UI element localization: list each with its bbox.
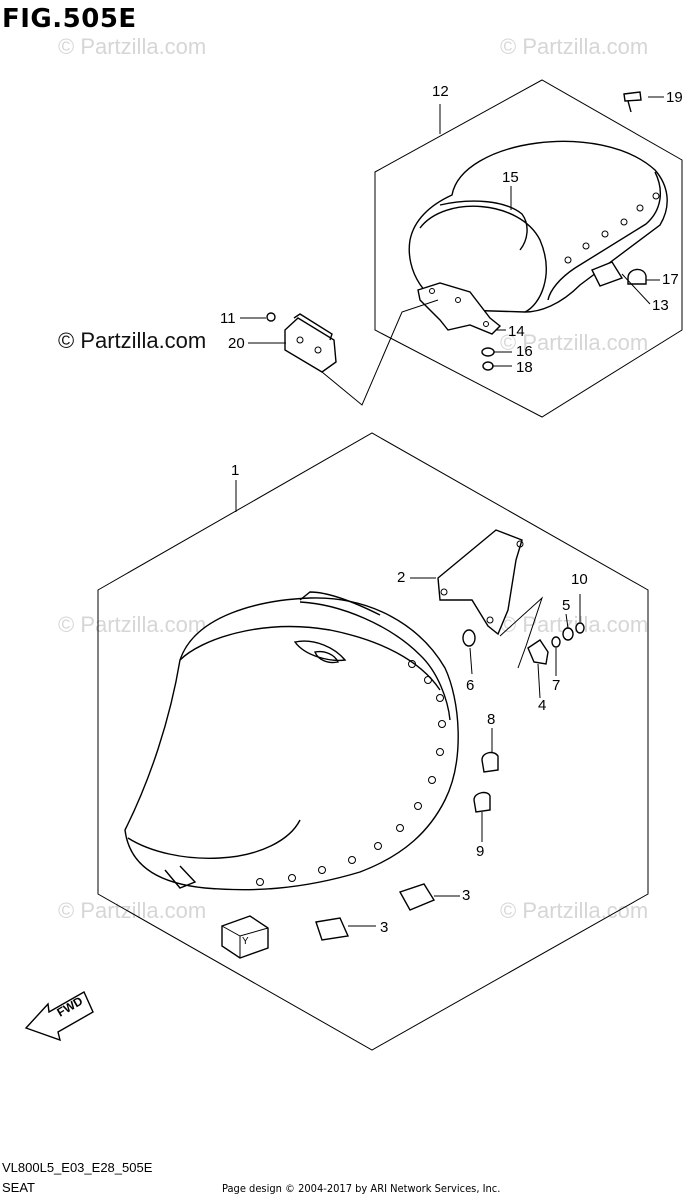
callout-3b: 3: [380, 919, 389, 936]
callout-14: 14: [508, 323, 525, 340]
callout-9: 9: [476, 843, 485, 860]
callout-17: 17: [662, 271, 679, 288]
callout-12: 12: [432, 83, 449, 100]
pillion-seat-frame: [374, 79, 683, 418]
main-bracket: [437, 529, 523, 636]
clip-3b: [315, 917, 350, 941]
nut-10: [575, 622, 585, 634]
pillion-seat: [408, 140, 668, 313]
callout-13: 13: [652, 297, 669, 314]
callout-15: 15: [502, 169, 519, 186]
watermark: © Partzilla.com: [500, 34, 649, 59]
watermark: © Partzilla.com: [58, 328, 207, 353]
seat-strap: [284, 317, 337, 373]
callout-10: 10: [571, 571, 588, 588]
cushion-9: [473, 791, 491, 813]
callout-8: 8: [487, 711, 496, 728]
kit-label: Y: [242, 936, 249, 947]
nut-17: [627, 268, 647, 285]
kit-box: [221, 915, 269, 959]
callout-1: 1: [231, 462, 240, 479]
callout-11: 11: [220, 310, 236, 327]
pillion-bracket: [417, 282, 502, 335]
callout-4: 4: [538, 697, 547, 714]
watermark: © Partzilla.com: [58, 612, 207, 637]
callout-2: 2: [397, 569, 406, 586]
main-seat-frame: [97, 432, 649, 1051]
footer-copyright: Page design © 2004-2017 by ARI Network S…: [222, 1182, 501, 1195]
callout-20: 20: [228, 335, 245, 352]
watermark: © Partzilla.com: [500, 898, 649, 923]
callout-19: 19: [666, 89, 683, 106]
main-seat: [124, 591, 459, 891]
catch-4: [527, 639, 549, 665]
callout-5: 5: [562, 597, 571, 614]
leader-lines: [235, 96, 664, 927]
watermark: © Partzilla.com: [500, 612, 649, 637]
group-name: SEAT: [2, 1180, 35, 1195]
watermark: © Partzilla.com: [500, 330, 649, 355]
callout-7: 7: [552, 677, 561, 694]
fwd-arrow: FWD: [24, 991, 94, 1042]
callout-18: 18: [516, 359, 533, 376]
screw-19: [623, 91, 642, 102]
washer-5: [562, 627, 574, 641]
watermark: © Partzilla.com: [58, 34, 207, 59]
spacer-7: [551, 636, 561, 648]
callout-16: 16: [516, 343, 533, 360]
clip-13: [591, 261, 624, 287]
callout-6: 6: [466, 677, 475, 694]
model-code: VL800L5_E03_E28_505E: [2, 1160, 153, 1175]
cushion-8: [481, 751, 499, 773]
callout-3a: 3: [462, 887, 471, 904]
watermark: © Partzilla.com: [58, 898, 207, 923]
fig-title: FIG.505E: [2, 4, 137, 34]
nut-18: [482, 361, 494, 371]
washer-6: [462, 629, 476, 647]
washer-16: [481, 347, 495, 357]
bolt-11: [266, 312, 276, 322]
clip-3a: [398, 883, 436, 911]
